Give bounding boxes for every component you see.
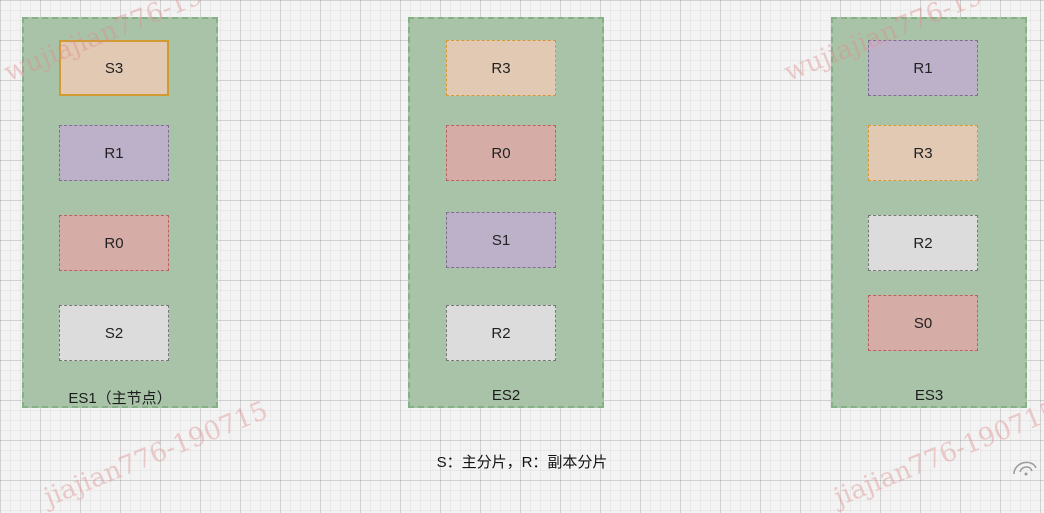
- shard-es3-2: R3: [868, 125, 978, 181]
- shard-es2-1: R3: [446, 40, 556, 96]
- shard-es3-1: R1: [868, 40, 978, 96]
- shard-es2-4: R2: [446, 305, 556, 361]
- shard-es1-2: R1: [59, 125, 169, 181]
- shard-es1-1: S3: [59, 40, 169, 96]
- shard-es3-4: S0: [868, 295, 978, 351]
- shard-es1-3: R0: [59, 215, 169, 271]
- legend-text: S：主分片，R：副本分片: [436, 454, 608, 471]
- watermark-logo-icon: [1013, 461, 1037, 476]
- shard-es2-3: S1: [446, 212, 556, 268]
- node-es1-label: ES1（主节点）: [68, 390, 172, 407]
- node-es3-label: ES3: [914, 387, 944, 404]
- shard-es2-2: R0: [446, 125, 556, 181]
- node-es2-label: ES2: [491, 387, 521, 404]
- shard-es3-3: R2: [868, 215, 978, 271]
- shard-es1-4: S2: [59, 305, 169, 361]
